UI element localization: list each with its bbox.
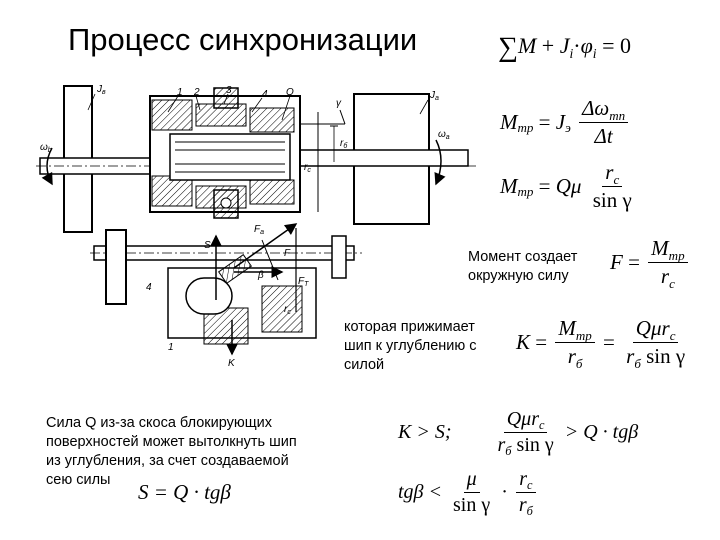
label-Q: Q	[286, 87, 294, 98]
label-r-b: rб	[340, 138, 348, 150]
slide-title: Процесс синхронизации	[68, 22, 418, 57]
formula-moment-balance: ∑M + Ji·φi = 0	[498, 32, 631, 63]
label-4: 4	[262, 89, 268, 100]
label-omega-b: ωb	[40, 142, 52, 154]
label-F-T: FT	[298, 276, 309, 288]
label-r-c: rc	[304, 162, 311, 174]
label-1: 1	[177, 87, 183, 98]
label-J-a: Ja	[429, 90, 439, 102]
label-F-a: Fa	[254, 224, 264, 236]
label-1b: 1	[168, 342, 174, 353]
main-shaft-right	[297, 149, 469, 167]
label-K: K	[228, 358, 236, 369]
label-S: S	[204, 240, 211, 251]
label-r-c2: rc	[284, 304, 291, 316]
label-gamma: γ	[336, 98, 342, 109]
label-F: F	[284, 248, 291, 259]
label-J-b: Jв	[96, 84, 106, 96]
formula-pushing-force: S = Q · tgβ	[138, 480, 231, 504]
label-omega-a: ωa	[438, 129, 450, 141]
label-3: 3	[226, 85, 232, 96]
label-4b: 4	[146, 282, 152, 293]
label-2: 2	[193, 87, 200, 98]
label-beta: β	[257, 270, 264, 281]
